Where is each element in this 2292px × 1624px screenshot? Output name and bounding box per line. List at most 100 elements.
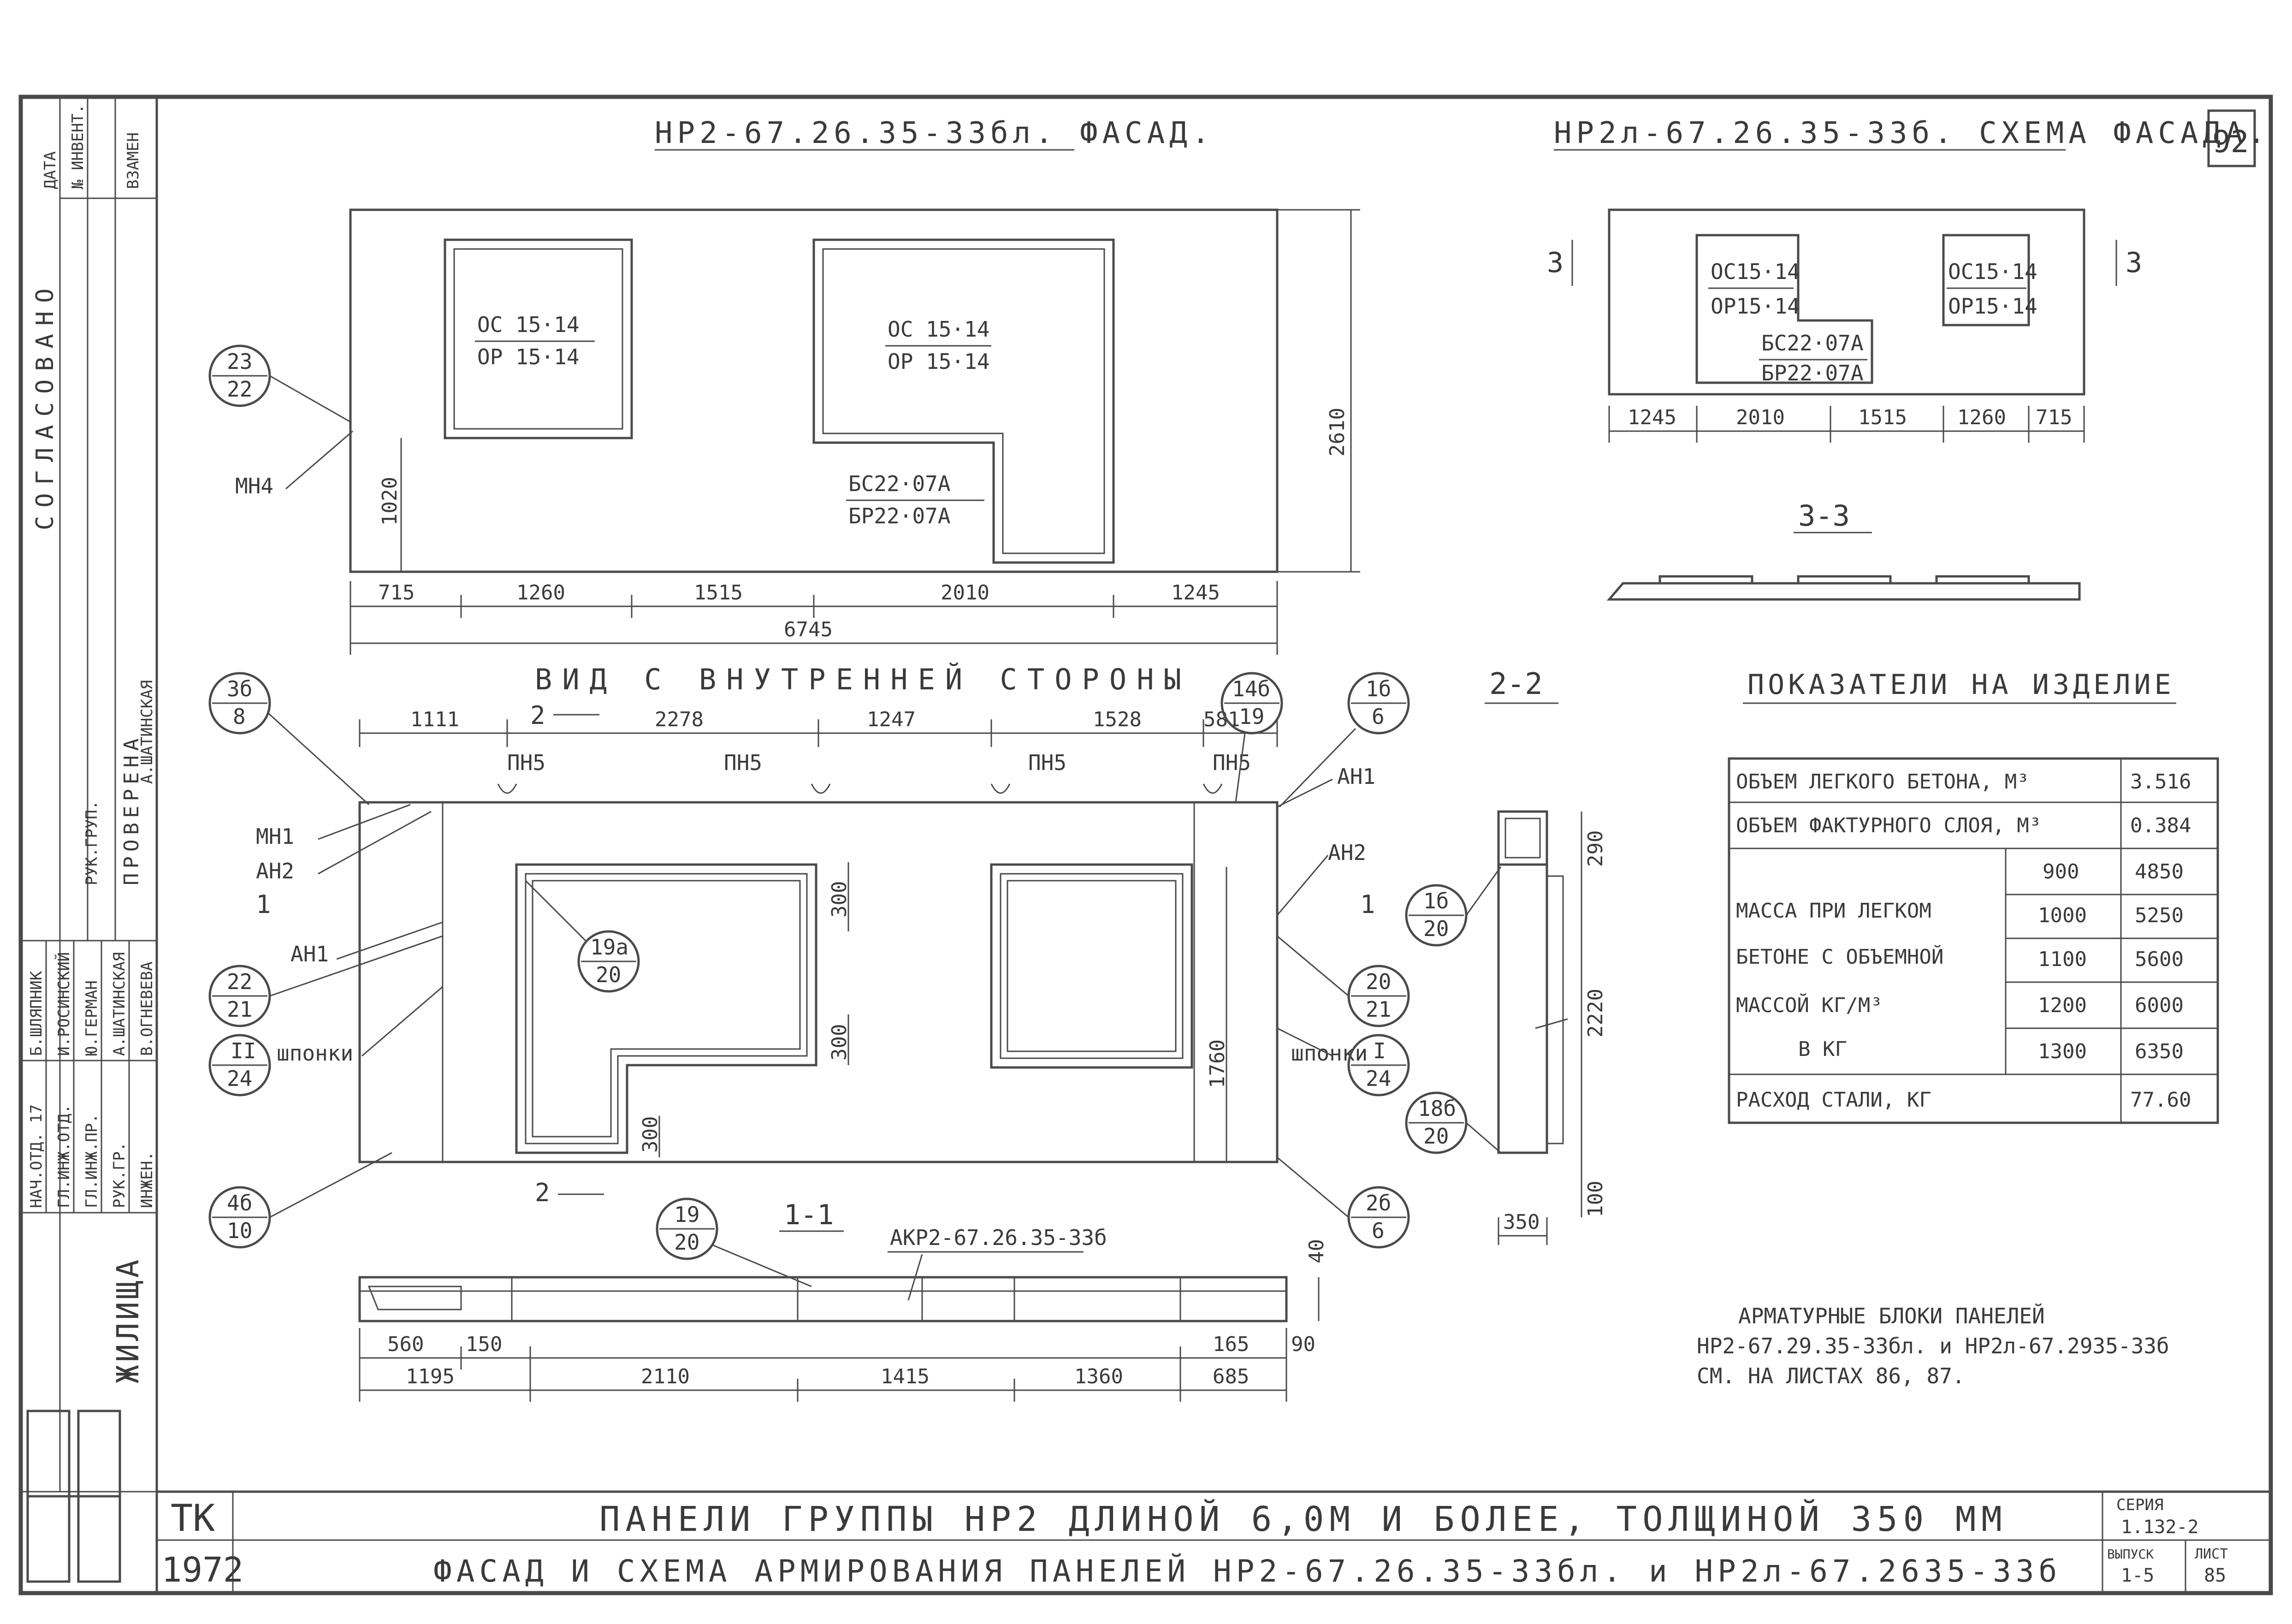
callout-22-21-top: 22 bbox=[227, 969, 252, 994]
facade-scheme-door-2: БР22·07А bbox=[1761, 361, 1864, 385]
inner-left-label-keys: шпонки bbox=[277, 1041, 353, 1066]
callout-2b-6-bottom: 6 bbox=[1372, 1218, 1385, 1243]
facade-scheme-door-1: БС22·07А bbox=[1761, 331, 1864, 356]
section-2-2-dim-3: 100 bbox=[1584, 1181, 1607, 1217]
title-block-line-1: ПАНЕЛИ ГРУППЫ НР2 ДЛИНОЙ 6,0М И БОЛЕЕ, Т… bbox=[599, 1499, 2008, 1539]
section-2-2-profile bbox=[1497, 810, 1582, 1245]
facade-scheme-dim-3: 1515 bbox=[1858, 406, 1907, 429]
callout-23-22-top: 23 bbox=[227, 349, 252, 374]
note-line-1: АРМАТУРНЫЕ БЛОКИ ПАНЕЛЕЙ bbox=[1738, 1304, 2045, 1328]
inner-view-dim-3: 1247 bbox=[867, 708, 916, 731]
title-block-line-2: ФАСАД И СХЕМА АРМИРОВАНИЯ ПАНЕЛЕЙ НР2-67… bbox=[433, 1553, 2061, 1589]
steel-value: 77.60 bbox=[2130, 1088, 2191, 1112]
indicators-table-grid bbox=[1728, 757, 2219, 1124]
section-2-2-callout-2-top: 18б bbox=[1418, 1096, 1456, 1121]
indicators-row-2-value: 0.384 bbox=[2130, 814, 2191, 837]
section-1-1-callout-top: 19 bbox=[674, 1202, 699, 1227]
side-org: ЖИЛИЩА bbox=[110, 1257, 146, 1383]
facade-main-sill: 1020 bbox=[378, 477, 402, 526]
mass-label-1: МАССА ПРИ ЛЕГКОМ bbox=[1736, 899, 1931, 923]
callout-4b-10-bottom: 10 bbox=[227, 1218, 252, 1243]
callout-I-24-top: I bbox=[1373, 1038, 1386, 1063]
mass-value-5: 6350 bbox=[2135, 1040, 2184, 1063]
facade-scheme-window-b-2: ОР15·14 bbox=[1948, 294, 2037, 319]
inner-view-dim-1: 1111 bbox=[410, 708, 459, 731]
loop-label-2: ПН5 bbox=[724, 750, 762, 775]
title-block-year: 1972 bbox=[161, 1550, 243, 1590]
callout-23-22-bottom: 22 bbox=[227, 377, 252, 402]
section-1-1-dimlines bbox=[359, 1328, 1287, 1402]
mass-density-2: 1000 bbox=[2038, 904, 2087, 927]
note-line-2: НР2-67.29.35-33бл. и НР2л-67.2935-33б bbox=[1697, 1334, 2169, 1358]
title-block-series-value: 1.132-2 bbox=[2121, 1517, 2199, 1538]
inner-leaders bbox=[318, 778, 1333, 1057]
section-1-1-dim-3: 1415 bbox=[881, 1365, 930, 1388]
facade-main-dim-2: 1260 bbox=[516, 581, 565, 605]
section-2-2-callout-1-top: 1б bbox=[1423, 889, 1449, 913]
facade-main-panel bbox=[349, 208, 1360, 573]
mass-density-5: 1300 bbox=[2038, 1040, 2087, 1063]
side-agreed: СОГЛАСОВАНО bbox=[31, 280, 59, 530]
section-1-1-dim-top-2: 150 bbox=[466, 1333, 502, 1356]
section-2-2-callout-1-bottom: 20 bbox=[1423, 916, 1449, 941]
callout-22-21-bottom: 21 bbox=[227, 997, 252, 1022]
facade-scheme-window-a-1: ОС15·14 bbox=[1711, 259, 1800, 284]
mass-density-1: 900 bbox=[2043, 860, 2079, 883]
inner-callouts bbox=[208, 672, 1410, 1249]
inner-section-1-left: 1 bbox=[256, 890, 271, 919]
indicators-row-1-value: 3.516 bbox=[2130, 770, 2191, 794]
callout-3b-8-top: 3б bbox=[227, 676, 252, 701]
side-name-2: И.РОСИНСКИЙ bbox=[54, 952, 73, 1056]
section-2-2-dim-1: 290 bbox=[1584, 830, 1607, 867]
title-block-issue-value: 1-5 bbox=[2121, 1565, 2154, 1586]
mass-value-4: 6000 bbox=[2135, 994, 2184, 1017]
inner-view-dim-2: 2278 bbox=[655, 708, 704, 731]
inner-view-panel bbox=[358, 801, 1279, 1163]
title-block-series-label: СЕРИЯ bbox=[2116, 1496, 2163, 1514]
side-name-1: Б.ШЛЯПНИК bbox=[27, 971, 46, 1056]
facade-main-window-right-1: ОС 15·14 bbox=[888, 317, 990, 342]
sheet-number: 92 bbox=[2212, 124, 2249, 160]
facade-main-total: 6745 bbox=[784, 618, 833, 641]
inner-view-section-mark-top: 2 bbox=[530, 701, 545, 730]
section-2-2-title: 2-2 bbox=[1489, 667, 1543, 701]
facade-main-door-1: БС22·07А bbox=[848, 471, 951, 496]
callout-3b-8-bottom: 8 bbox=[233, 704, 246, 729]
inner-view-dimline bbox=[359, 719, 1278, 747]
indicators-row-1-label: ОБЪЕМ ЛЕГКОГО БЕТОНА, М³ bbox=[1736, 770, 2029, 794]
callout-23-22 bbox=[208, 344, 351, 423]
side-checked: ПРОВЕРЕНА bbox=[120, 734, 143, 885]
side-header-inventory: № ИНВЕНТ. bbox=[69, 104, 87, 189]
section-1-1-block-label: АКР2-67.26.35-33б bbox=[890, 1225, 1107, 1250]
facade-main-dim-3: 1515 bbox=[694, 581, 743, 605]
section-1-1-dim-2: 2110 bbox=[641, 1365, 690, 1388]
facade-scheme-title: НР2л-67.26.35-33б. СХЕМА ФАСАДА. bbox=[1554, 116, 2270, 150]
facade-main-anchor: МН4 bbox=[235, 474, 273, 498]
facade-main-dim-4: 2010 bbox=[941, 581, 989, 605]
inner-right-label-an2: АН2 bbox=[1328, 840, 1366, 865]
inner-right-label-keys: шпонки bbox=[1291, 1041, 1368, 1066]
section-2-2-callout-2-bottom: 20 bbox=[1423, 1124, 1449, 1149]
inner-view-opening-dim-3: 300 bbox=[639, 1116, 662, 1153]
section-2-2-callouts bbox=[1405, 866, 1502, 1154]
side-role-5: ИНЖЕН. bbox=[138, 1151, 156, 1208]
section-1-1-callout bbox=[656, 1197, 812, 1287]
indicators-row-2-label: ОБЪЕМ ФАКТУРНОГО СЛОЯ, М³ bbox=[1736, 814, 2041, 837]
note-line-3: СМ. НА ЛИСТАХ 86, 87. bbox=[1697, 1363, 1965, 1388]
section-1-1-dim-top-1: 560 bbox=[387, 1333, 424, 1356]
callout-19a-20-top: 19а bbox=[590, 935, 628, 960]
mass-value-3: 5600 bbox=[2135, 948, 2184, 971]
facade-main-height: 2610 bbox=[1326, 408, 1349, 456]
section-2-2-dim-2: 2220 bbox=[1584, 989, 1607, 1037]
callout-II-24-top: II bbox=[231, 1038, 256, 1063]
side-group: РУК.ГРУП. bbox=[83, 800, 101, 885]
inner-left-label-an1: АН1 bbox=[290, 942, 329, 966]
facade-scheme-dim-2: 2010 bbox=[1736, 406, 1785, 429]
facade-main-dimline bbox=[349, 581, 1278, 655]
side-stamp bbox=[21, 97, 157, 1493]
section-1-1-dim-5: 685 bbox=[1213, 1365, 1249, 1388]
facade-scheme-window-a-2: ОР15·14 bbox=[1711, 294, 1800, 319]
indicators-title: ПОКАЗАТЕЛИ НА ИЗДЕЛИЕ bbox=[1747, 669, 2175, 701]
side-role-1: НАЧ.ОТД. 17 bbox=[27, 1104, 46, 1208]
